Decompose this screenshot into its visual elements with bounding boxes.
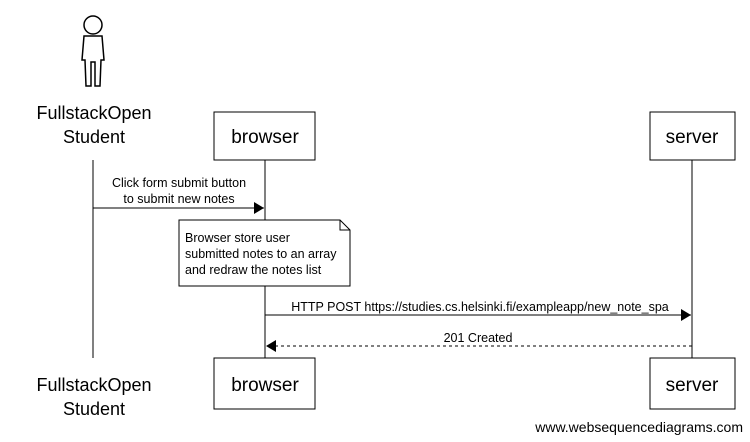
message-1-label-line2: to submit new notes [123,192,234,206]
browser-box-top: browser [213,111,316,161]
browser-label-bottom: browser [231,375,299,396]
browser-box-bottom: browser [213,357,316,410]
watermark-text: www.websequencediagrams.com [534,419,743,435]
server-label-bottom: server [666,375,719,396]
note-text-line1: Browser store user [185,231,290,245]
student-name-top-line1: FullstackOpen [36,103,151,123]
note-text-line2: submitted notes to an array [185,247,337,261]
stick-figure-icon [81,15,105,87]
message-2-label: HTTP POST https://studies.cs.helsinki.fi… [291,300,669,314]
server-box-top: server [649,111,736,161]
student-name-bottom-line1: FullstackOpen [36,375,151,395]
message-3-label: 201 Created [444,331,513,345]
note-box: Browser store user submitted notes to an… [178,219,351,287]
student-name-bottom-line2: Student [63,399,125,419]
message-1-label-line1: Click form submit button [112,176,246,190]
student-name-top-line2: Student [63,127,125,147]
note-text-line3: and redraw the notes list [185,263,322,277]
server-label-top: server [666,127,719,148]
browser-label-top: browser [231,127,299,148]
server-box-bottom: server [649,357,736,410]
